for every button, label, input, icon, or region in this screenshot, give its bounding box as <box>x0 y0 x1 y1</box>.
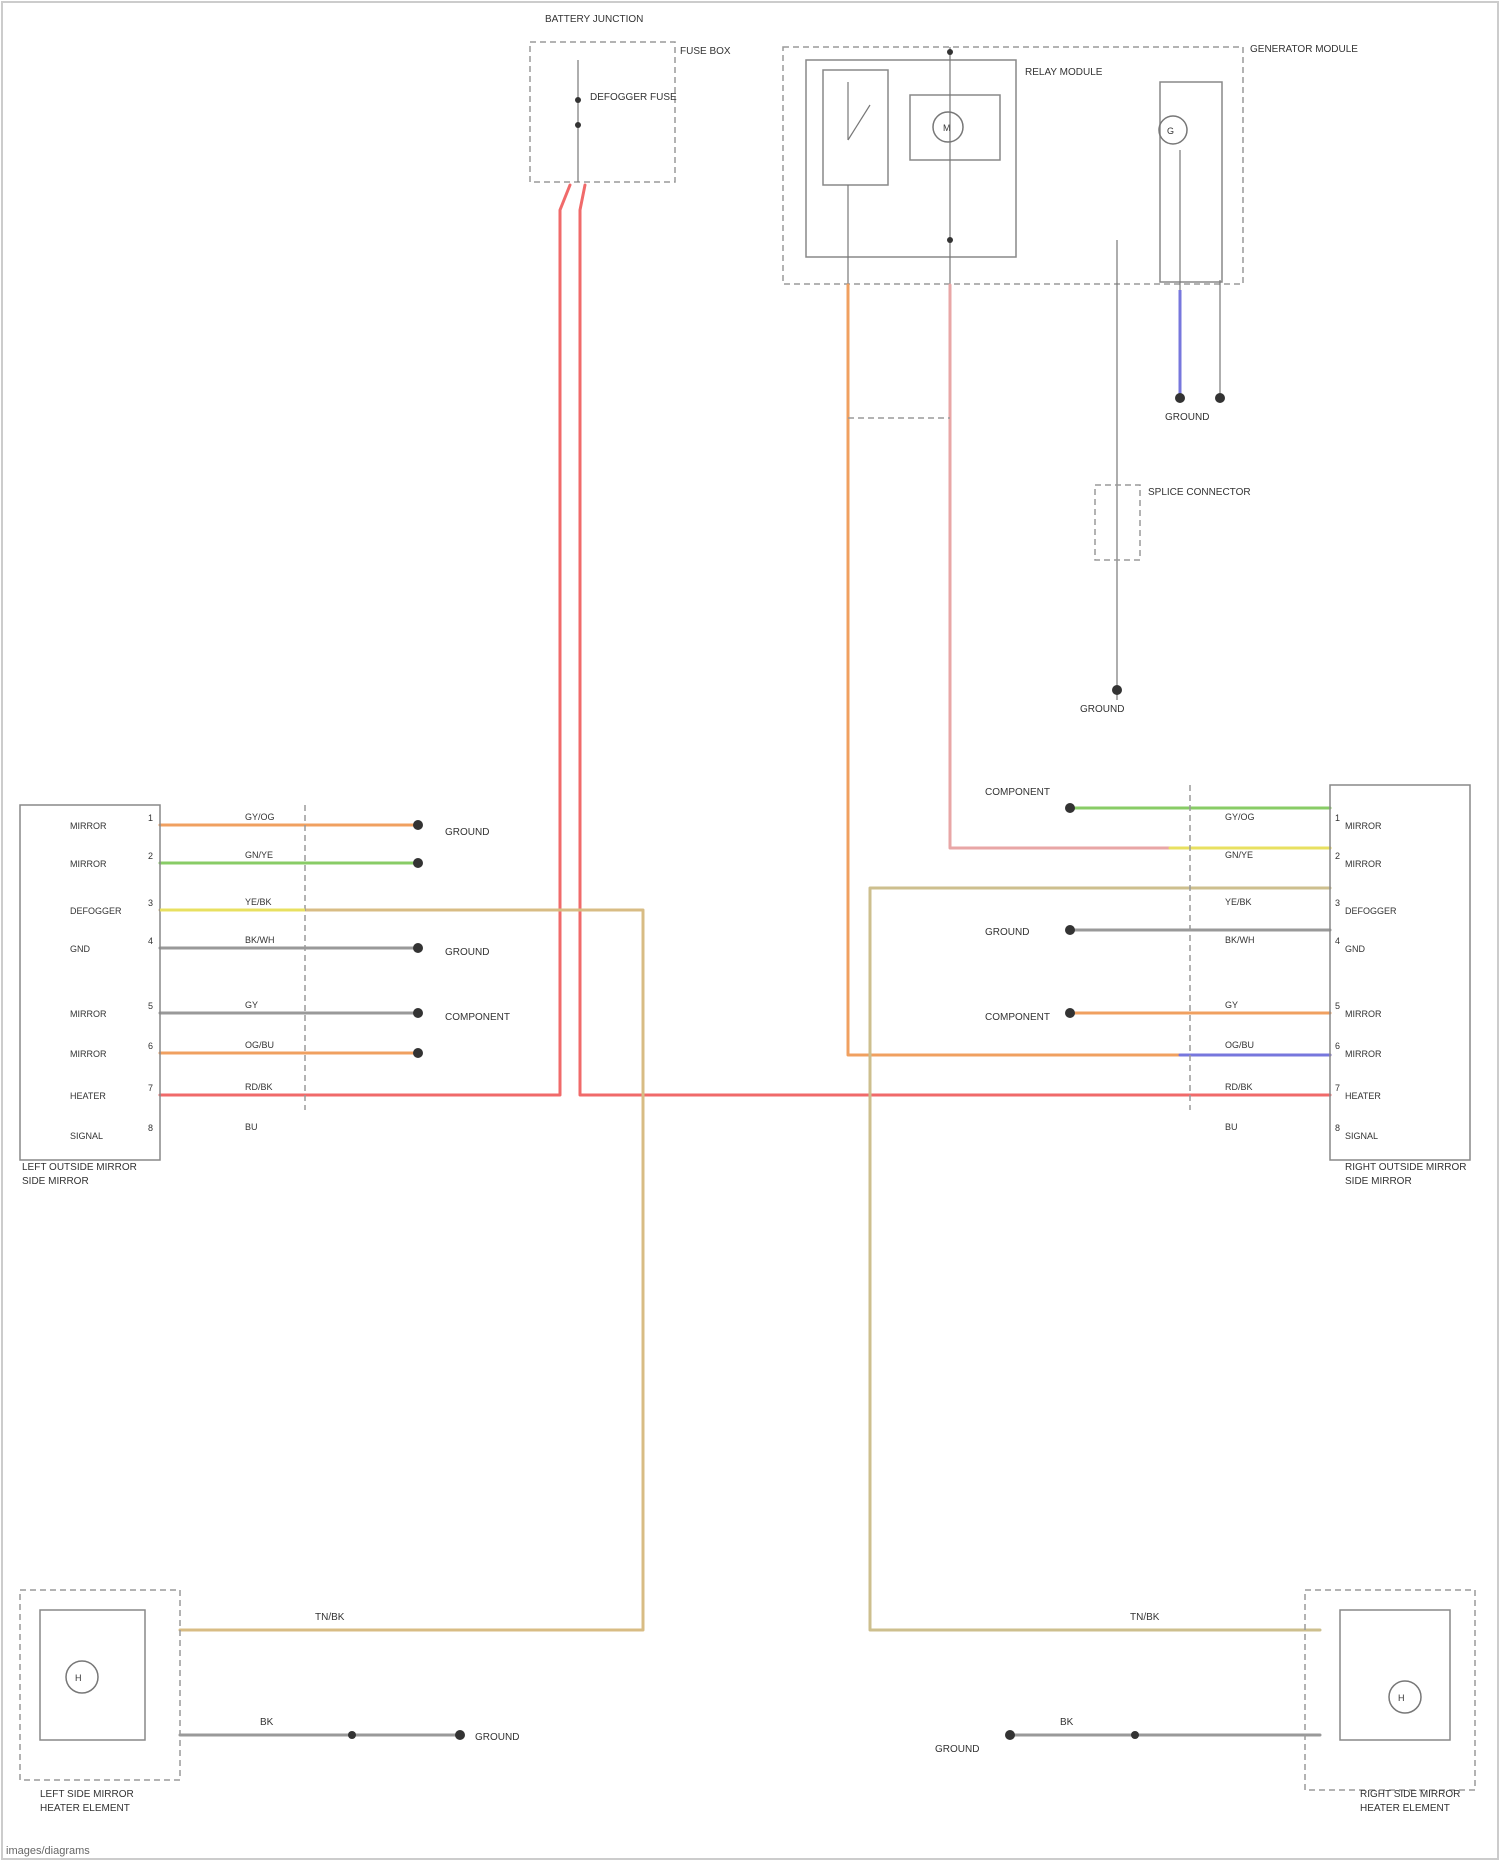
left-module-subtitle: SIDE MIRROR <box>22 1176 89 1187</box>
right-heater-wire-2: BK <box>1060 1717 1074 1728</box>
pin-number: 4 <box>148 936 153 946</box>
connector-note: COMPONENT <box>985 787 1050 798</box>
wire-color-label: GY/OG <box>1225 812 1255 822</box>
pin-label: GND <box>70 944 91 954</box>
right-heater-subtitle: HEATER ELEMENT <box>1360 1803 1450 1814</box>
splice-label: SPLICE CONNECTOR <box>1148 487 1251 498</box>
left-heater-element: H LEFT SIDE MIRROR HEATER ELEMENT TN/BK … <box>20 1590 519 1814</box>
right-heater-element: H RIGHT SIDE MIRROR HEATER ELEMENT TN/BK… <box>935 1590 1475 1814</box>
pin-number: 1 <box>148 813 153 823</box>
wire-orange-right <box>848 285 1330 1055</box>
pin-number: 4 <box>1335 936 1340 946</box>
right-heater-title: RIGHT SIDE MIRROR <box>1360 1789 1460 1800</box>
pin-number: 7 <box>148 1083 153 1093</box>
right-heater-note: GROUND <box>935 1744 979 1755</box>
wire-color-label: GY/OG <box>245 812 275 822</box>
pin-number: 1 <box>1335 813 1340 823</box>
pin-label: MIRROR <box>1345 821 1382 831</box>
left-module-title: LEFT OUTSIDE MIRROR <box>22 1162 137 1173</box>
wire-color-label: OG/BU <box>245 1040 274 1050</box>
wire-color-label: BK/WH <box>1225 935 1255 945</box>
wire-color-label: RD/BK <box>1225 1082 1253 1092</box>
pin-label: DEFOGGER <box>70 906 122 916</box>
wire-color-label: YE/BK <box>245 897 272 907</box>
fuse-box-title: BATTERY JUNCTION <box>545 14 643 25</box>
right-heater-wire-1: TN/BK <box>1130 1612 1160 1623</box>
pin-number: 2 <box>148 851 153 861</box>
pin-label: MIRROR <box>70 859 107 869</box>
pin-number: 6 <box>1335 1041 1340 1051</box>
svg-text:G: G <box>1167 126 1174 136</box>
connector-note: GROUND <box>985 927 1029 938</box>
right-heater-icon <box>1389 1681 1421 1713</box>
svg-text:M: M <box>943 123 951 133</box>
left-heater-wire-1: TN/BK <box>315 1612 345 1623</box>
left-heater-subtitle: HEATER ELEMENT <box>40 1803 130 1814</box>
pin-label: HEATER <box>70 1091 106 1101</box>
left-heater-wire-2: BK <box>260 1717 274 1728</box>
relay-label: RELAY MODULE <box>1025 67 1103 78</box>
wire-color-label: GN/YE <box>1225 850 1253 860</box>
ground-mid-label: GROUND <box>1080 704 1124 715</box>
fuse-box-note: DEFOGGER FUSE <box>590 92 677 103</box>
right-module-subtitle: SIDE MIRROR <box>1345 1176 1412 1187</box>
pin-label: MIRROR <box>70 1009 107 1019</box>
pin-number: 5 <box>148 1001 153 1011</box>
pin-label: DEFOGGER <box>1345 906 1397 916</box>
wire-red-left <box>160 185 570 1095</box>
pin-number: 5 <box>1335 1001 1340 1011</box>
wire-color-label: YE/BK <box>1225 897 1252 907</box>
pin-number: 3 <box>1335 898 1340 908</box>
pin-label: MIRROR <box>70 1049 107 1059</box>
pin-number: 3 <box>148 898 153 908</box>
pin-number: 6 <box>148 1041 153 1051</box>
right-mirror-module: RIGHT OUTSIDE MIRROR SIDE MIRROR 1MIRROR… <box>985 785 1470 1187</box>
pin-number: 8 <box>148 1123 153 1133</box>
wire-color-label: BU <box>1225 1122 1238 1132</box>
pin-number: 2 <box>1335 851 1340 861</box>
pin-label: SIGNAL <box>70 1131 103 1141</box>
fuse-box-side-label: FUSE BOX <box>680 46 731 57</box>
wire-color-label: BU <box>245 1122 258 1132</box>
left-heater-note: GROUND <box>475 1732 519 1743</box>
wire-tan-left-heater <box>160 910 643 1630</box>
pin-label: MIRROR <box>1345 859 1382 869</box>
connector-note: COMPONENT <box>985 1012 1050 1023</box>
pin-label: SIGNAL <box>1345 1131 1378 1141</box>
left-heater-title: LEFT SIDE MIRROR <box>40 1789 134 1800</box>
wire-pink-right <box>950 285 1330 848</box>
wire-color-label: GY <box>245 1000 258 1010</box>
wire-color-label: GN/YE <box>245 850 273 860</box>
connector-dots <box>348 803 1139 1740</box>
footer-credit: images/diagrams <box>6 1845 90 1857</box>
relay-module: M RELAY MODULE GENERATOR MODULE G <box>783 44 1358 290</box>
wire-color-label: GY <box>1225 1000 1238 1010</box>
wire-tan-right-heater <box>870 888 1330 1630</box>
wire-color-label: RD/BK <box>245 1082 273 1092</box>
pin-label: GND <box>1345 944 1366 954</box>
generator-label: GENERATOR MODULE <box>1250 44 1358 55</box>
connector-note: GROUND <box>445 827 489 838</box>
svg-text:H: H <box>1398 1693 1405 1703</box>
left-heater-icon <box>66 1661 98 1693</box>
pin-label: MIRROR <box>1345 1009 1382 1019</box>
pin-label: MIRROR <box>1345 1049 1382 1059</box>
svg-text:H: H <box>75 1673 82 1683</box>
wire-red-right <box>580 185 1330 1095</box>
ground-point-mid <box>1112 685 1122 695</box>
pin-number: 8 <box>1335 1123 1340 1133</box>
wire-color-label: OG/BU <box>1225 1040 1254 1050</box>
pin-label: MIRROR <box>70 821 107 831</box>
fuse-box: BATTERY JUNCTION DEFOGGER FUSE FUSE BOX <box>530 14 731 182</box>
wire-color-label: BK/WH <box>245 935 275 945</box>
pin-label: HEATER <box>1345 1091 1381 1101</box>
ground-top-label: GROUND <box>1165 412 1209 423</box>
pin-number: 7 <box>1335 1083 1340 1093</box>
right-module-title: RIGHT OUTSIDE MIRROR <box>1345 1162 1466 1173</box>
connector-note: GROUND <box>445 947 489 958</box>
connector-note: COMPONENT <box>445 1012 510 1023</box>
